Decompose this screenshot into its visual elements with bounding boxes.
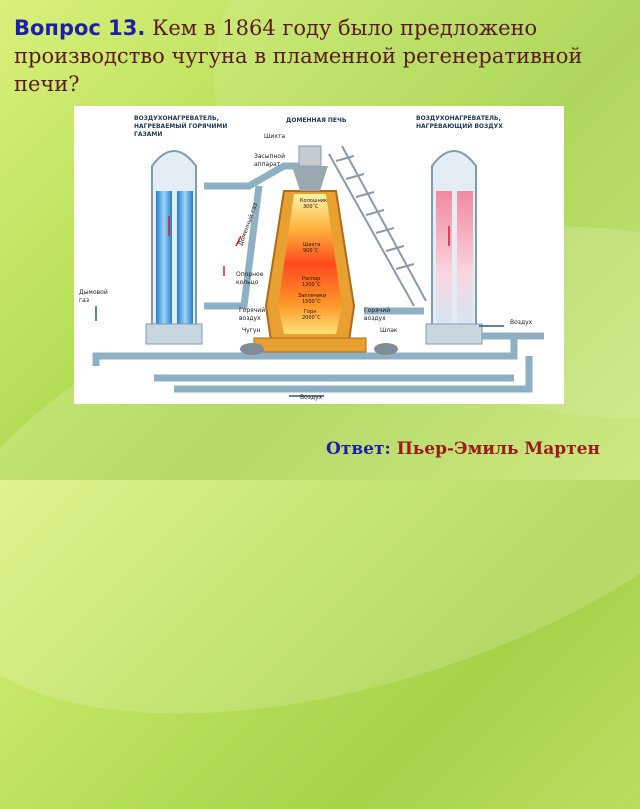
furnace-title: ДОМЕННАЯ ПЕЧЬ [286,117,347,124]
heater-right-title-1: ВОЗДУХОНАГРЕВАТЕЛЬ, [416,115,501,122]
answer-value: Пьер-Эмиль Мартен [396,439,600,459]
left-air-heater [145,150,203,345]
flow-arrows [168,216,450,276]
zone-temp: 900˚С [303,247,319,254]
zone-temp: 2000˚С [302,314,321,321]
zone-temp: 1200˚С [302,281,321,288]
zone-temp: 1500˚С [302,298,321,305]
zone-name: Колошник [300,198,327,204]
label-loader-1: Засыпной [254,153,285,160]
label-flue-gas-1: Дымовой [79,289,108,296]
label-hot-air-left-2: воздух [239,315,261,322]
question-body: Кем в 1864 году было предложено производ… [14,16,583,96]
heater-left-title-2: НАГРЕВАЕМЫЙ ГОРЯЧИМИ [134,122,227,130]
label-hot-air-right-2: воздух [364,315,386,322]
label-pig-iron: Чугун [242,327,260,334]
ladles [240,343,398,355]
zone-name: Горн [304,309,317,315]
question-text: Вопрос 13. Кем в 1864 году было предложе… [14,14,640,98]
zone-name: Распар [302,276,320,282]
label-hot-air-left-1: Горячий [239,307,265,314]
blast-furnace [253,145,367,353]
right-air-heater [425,150,483,345]
label-air-right: Воздух [510,319,533,326]
heater-left-title-1: ВОЗДУХОНАГРЕВАТЕЛЬ, [134,115,219,122]
heater-right-title-2: НАГРЕВАЮЩИЙ ВОЗДУХ [416,122,503,130]
skip-hoist [328,145,427,307]
answer-label: Ответ: [326,439,391,459]
zone-name: Заплечики [298,293,326,299]
label-loader-2: аппарат [254,161,281,168]
label-flue-gas-2: газ [79,297,89,304]
label-slag: Шлак [380,327,398,334]
zone-temp: 300˚С [303,203,319,210]
pipe-network [92,162,544,393]
label-hot-air-right-1: Горячий [364,307,390,314]
air-arrows [95,306,504,397]
blast-furnace-diagram: ВОЗДУХОНАГРЕВАТЕЛЬ, НАГРЕВАЕМЫЙ ГОРЯЧИМИ… [74,106,564,404]
label-charge: Шихта [264,133,285,140]
label-air-bottom: Воздух [300,394,323,401]
heater-left-title-3: ГАЗАМИ [134,131,162,138]
question-label: Вопрос 13. [14,16,146,40]
label-support-ring-2: кольцо [236,279,259,286]
zone-name: Шахта [303,242,320,248]
label-support-ring-1: Опорное [236,271,264,278]
answer: Ответ: Пьер-Эмиль Мартен [326,439,600,459]
